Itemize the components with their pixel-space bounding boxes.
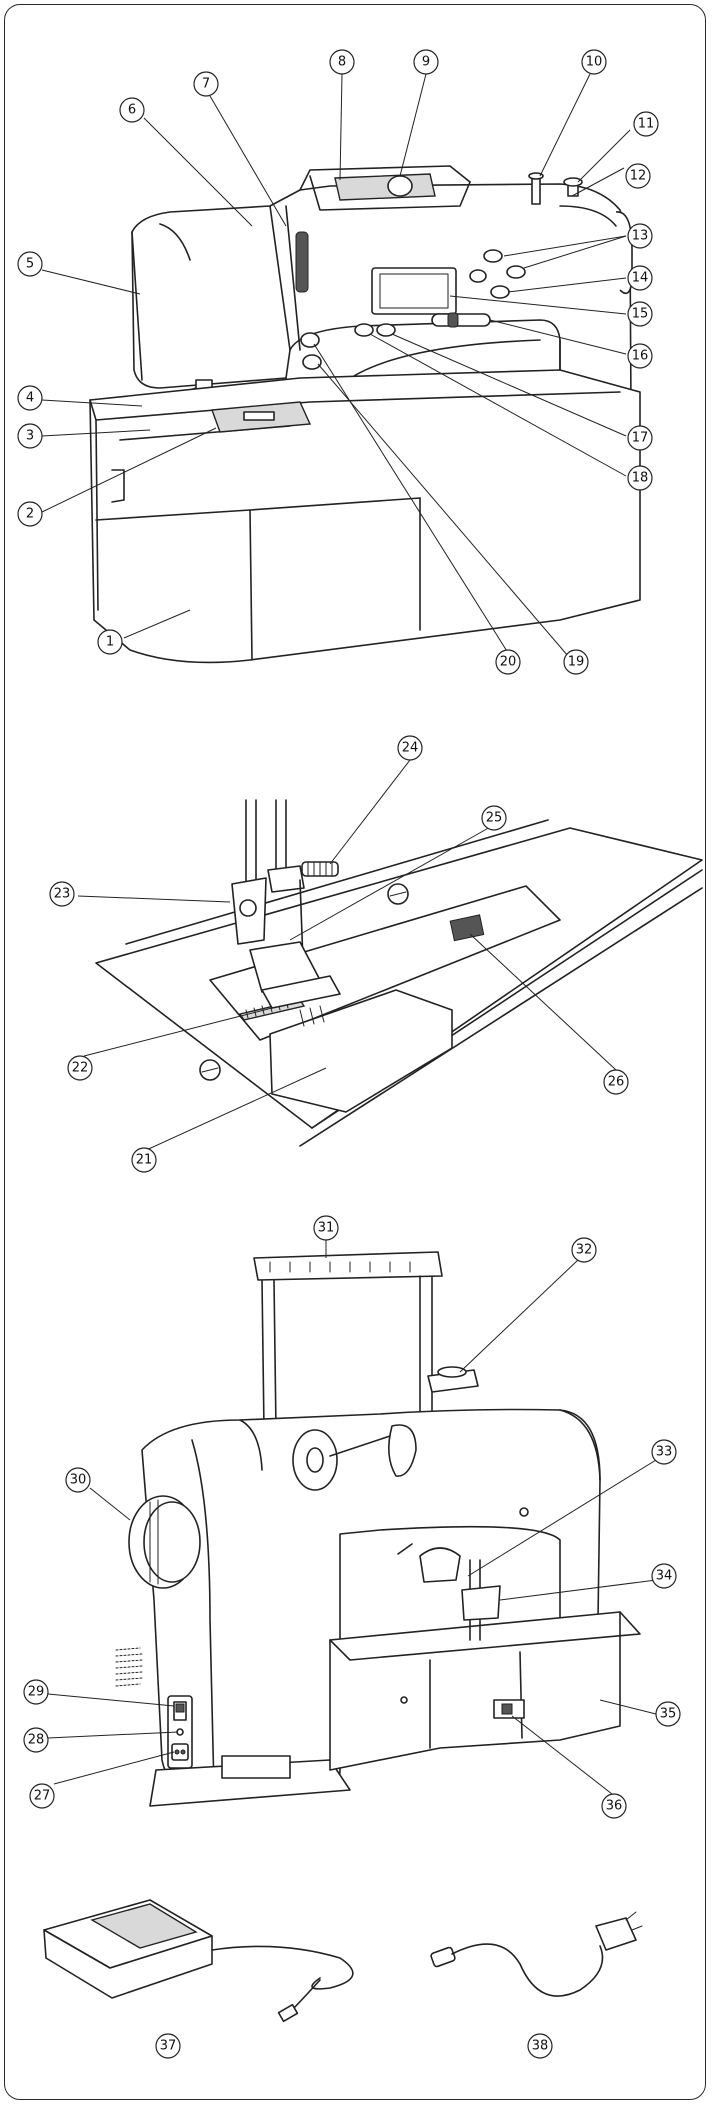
callout-37: 37	[155, 2033, 181, 2059]
callout-32: 32	[571, 1237, 597, 1263]
svg-text:18: 18	[632, 471, 649, 486]
bobbin-cover-plate	[269, 989, 453, 1113]
callout-36: 36	[601, 1793, 627, 1819]
callout-5: 5	[17, 251, 43, 277]
callout-34: 34	[651, 1563, 677, 1589]
callout-23: 23	[49, 881, 75, 907]
figure-foot-control	[43, 1899, 354, 2023]
figure-power-cord	[430, 1911, 643, 1997]
callout-25: 25	[481, 805, 507, 831]
svg-text:15: 15	[632, 307, 649, 322]
svg-text:9: 9	[422, 55, 430, 70]
svg-text:20: 20	[500, 655, 517, 670]
svg-text:25: 25	[486, 811, 503, 826]
svg-text:2: 2	[26, 507, 34, 522]
svg-text:19: 19	[568, 655, 585, 670]
base-free-arm	[89, 369, 641, 664]
callout-7: 7	[193, 71, 219, 97]
svg-text:30: 30	[70, 1473, 87, 1488]
callout-21: 21	[131, 1147, 157, 1173]
callout-8: 8	[329, 49, 355, 75]
svg-text:31: 31	[318, 1221, 335, 1236]
callout-1: 1	[97, 629, 123, 655]
callout-20: 20	[495, 649, 521, 675]
svg-text:3: 3	[26, 429, 34, 444]
leader-lines	[41, 73, 657, 1795]
callout-30: 30	[65, 1467, 91, 1493]
svg-text:12: 12	[630, 169, 647, 184]
callout-22: 22	[67, 1055, 93, 1081]
svg-text:24: 24	[402, 741, 419, 756]
svg-text:34: 34	[656, 1569, 673, 1584]
svg-text:21: 21	[136, 1153, 153, 1168]
callout-6: 6	[119, 97, 145, 123]
button-13a	[483, 249, 503, 263]
svg-text:38: 38	[532, 2039, 549, 2054]
callout-31: 31	[313, 1215, 339, 1241]
callout-38: 38	[527, 2033, 553, 2059]
callout-9: 9	[413, 49, 439, 75]
svg-text:35: 35	[660, 1707, 677, 1722]
callout-labels: 1 2 3 4 5 6 7 8 9 10 11 12 13 14 15 16 1…	[17, 49, 681, 2059]
callout-11: 11	[633, 111, 659, 137]
callout-27: 27	[29, 1783, 55, 1809]
page-border	[4, 4, 706, 2100]
svg-text:29: 29	[28, 1685, 45, 1700]
callout-26: 26	[603, 1069, 629, 1095]
callout-16: 16	[627, 343, 653, 369]
svg-text:26: 26	[608, 1075, 625, 1090]
svg-text:16: 16	[632, 349, 649, 364]
figure-needle-plate-detail	[95, 799, 703, 1147]
svg-text:5: 5	[26, 257, 34, 272]
callout-17: 17	[627, 425, 653, 451]
svg-text:17: 17	[632, 431, 649, 446]
callout-4: 4	[17, 385, 43, 411]
svg-text:1: 1	[106, 635, 114, 650]
callout-24: 24	[397, 735, 423, 761]
callout-3: 3	[17, 423, 43, 449]
callout-12: 12	[625, 163, 651, 189]
svg-text:4: 4	[26, 391, 34, 406]
svg-text:8: 8	[338, 55, 346, 70]
callout-35: 35	[655, 1701, 681, 1727]
lcd-screen	[371, 267, 457, 315]
svg-text:33: 33	[656, 1445, 673, 1460]
vent-grille	[115, 1647, 143, 1687]
svg-text:32: 32	[576, 1243, 593, 1258]
callout-10: 10	[581, 49, 607, 75]
callout-14: 14	[627, 265, 653, 291]
figure-rear-view	[115, 1251, 641, 1807]
svg-text:14: 14	[632, 271, 649, 286]
callout-18: 18	[627, 465, 653, 491]
figure-front-view	[89, 165, 641, 664]
callout-29: 29	[23, 1679, 49, 1705]
callout-15: 15	[627, 301, 653, 327]
callout-33: 33	[651, 1439, 677, 1465]
callout-2: 2	[17, 501, 43, 527]
svg-text:11: 11	[638, 117, 655, 132]
svg-text:27: 27	[34, 1789, 51, 1804]
svg-text:28: 28	[28, 1733, 45, 1748]
svg-text:36: 36	[606, 1799, 623, 1814]
callout-13: 13	[627, 223, 653, 249]
svg-text:10: 10	[586, 55, 603, 70]
svg-text:22: 22	[72, 1061, 89, 1076]
thread-stand	[253, 1251, 443, 1281]
svg-text:37: 37	[160, 2039, 177, 2054]
callout-19: 19	[563, 649, 589, 675]
svg-text:13: 13	[632, 229, 649, 244]
svg-text:7: 7	[202, 77, 210, 92]
svg-text:6: 6	[128, 103, 136, 118]
svg-text:23: 23	[54, 887, 71, 902]
callout-28: 28	[23, 1727, 49, 1753]
